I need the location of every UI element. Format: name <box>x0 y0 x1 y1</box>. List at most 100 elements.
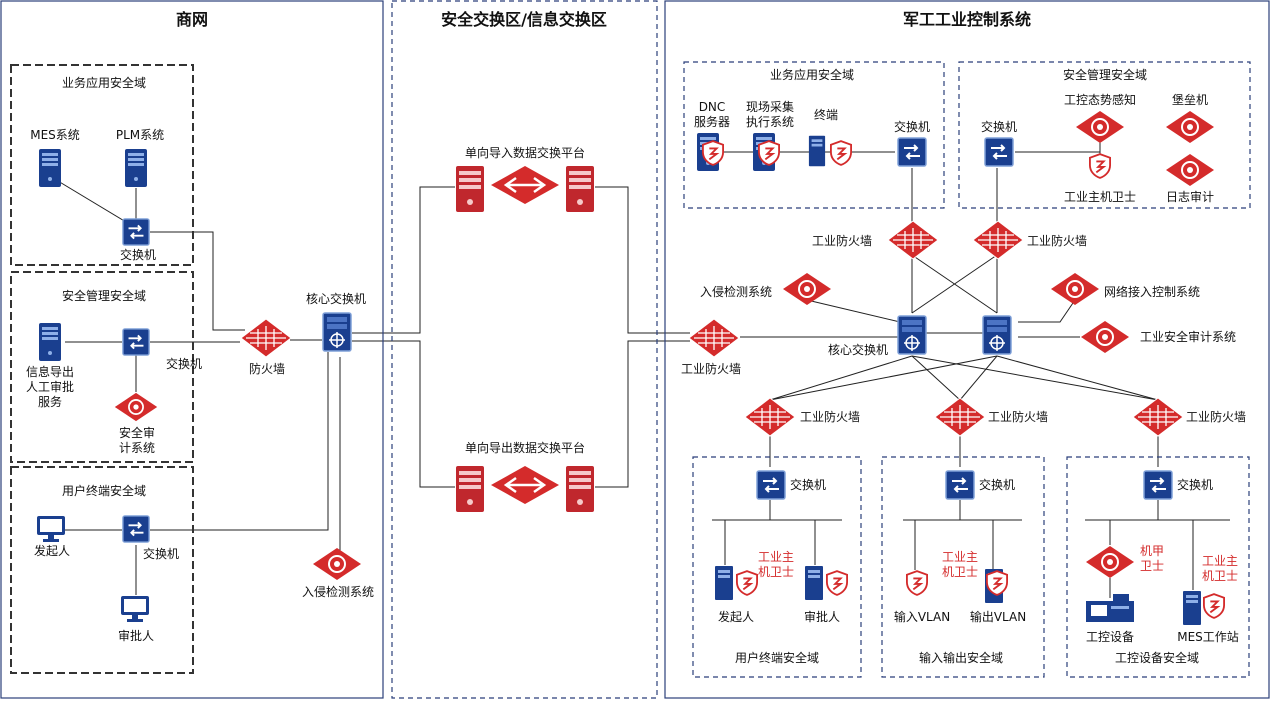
server-icon-plm <box>125 149 147 187</box>
label: 工业防火墙 <box>812 234 873 248</box>
switch-icon <box>122 515 150 543</box>
zone-title: 安全交换区/信息交换区 <box>441 10 607 29</box>
domain-io-military <box>881 456 1045 678</box>
host-icon <box>805 566 823 600</box>
domain-security-military <box>958 61 1251 209</box>
label: 交换机 <box>166 357 203 371</box>
label: 工业防火墙 <box>800 410 861 424</box>
guard-icon <box>1203 593 1225 619</box>
label: 交换机 <box>980 120 1018 134</box>
domain-title: 用户终端安全域 <box>734 651 820 665</box>
switch-icon <box>756 470 786 500</box>
domain-security-commercial <box>10 271 194 463</box>
guard-icon <box>1089 153 1111 179</box>
label: 交换机 <box>790 478 827 492</box>
label: 终端 <box>813 108 839 122</box>
connection-line <box>352 186 455 334</box>
switch-icon <box>122 218 150 246</box>
domain-user-military <box>692 456 862 678</box>
label: 交换机 <box>893 120 931 134</box>
label: 交换机 <box>119 248 157 262</box>
cnc-device-icon <box>1086 594 1134 622</box>
label: 审批人 <box>803 610 841 624</box>
connection-line <box>911 254 998 314</box>
domain-title: 用户终端安全域 <box>61 484 147 498</box>
label: MES系统 <box>30 128 80 142</box>
label: 输出VLAN <box>969 610 1027 624</box>
label: 堡垒机 <box>1171 93 1209 107</box>
zone-title: 商网 <box>175 10 209 29</box>
shield-icon <box>830 140 852 166</box>
domain-title: 业务应用安全域 <box>61 76 147 90</box>
guard-icon <box>826 570 848 596</box>
connection-line <box>1015 151 1101 170</box>
label: 入侵检测系统 <box>700 285 773 299</box>
core-switch-icon <box>897 315 927 355</box>
terminal-icon <box>808 135 826 167</box>
domain-title: 安全管理安全域 <box>1062 68 1148 82</box>
label: 防火墙 <box>248 362 286 376</box>
mes-station-icon <box>1183 591 1201 625</box>
domain-business-commercial <box>10 64 194 266</box>
label: 机甲 卫士 <box>1139 544 1165 573</box>
guard-icon <box>986 570 1008 596</box>
label: 入侵检测系统 <box>301 585 375 599</box>
label: 安全审 计系统 <box>118 426 156 455</box>
connection-line <box>595 340 690 488</box>
label: 信息导出 人工审批 服务 <box>25 365 75 409</box>
connection-line <box>769 355 998 401</box>
label: 单向导入数据交换平台 <box>464 146 586 160</box>
connection-line <box>806 299 901 323</box>
label: 交换机 <box>979 478 1016 492</box>
label: DNC 服务器 <box>693 100 731 129</box>
domain-title: 安全管理安全域 <box>61 289 147 303</box>
label: 工业防火墙 <box>1186 410 1247 424</box>
server-icon-red <box>456 166 484 212</box>
connection-line <box>352 340 455 488</box>
switch-icon <box>122 328 150 356</box>
firewall-icon <box>1132 397 1184 437</box>
zone-exchange <box>391 0 658 699</box>
connection-line <box>47 174 137 229</box>
server-icon-info-export <box>39 323 61 361</box>
switch-icon <box>897 137 927 167</box>
label: 审批人 <box>117 629 155 643</box>
zone-commercial <box>0 0 384 699</box>
label: 工业防火墙 <box>680 362 742 376</box>
label: 工业主机卫士 <box>1063 190 1137 204</box>
domain-device-military <box>1066 456 1250 678</box>
server-icon-red <box>456 466 484 512</box>
connection-line <box>150 352 329 531</box>
ids-icon <box>782 272 832 306</box>
audit-icon <box>1080 320 1130 354</box>
firewall-icon <box>972 220 1024 260</box>
firewall-icon <box>934 397 986 437</box>
zone-military <box>664 0 1270 699</box>
label: 工业防火墙 <box>1027 234 1088 248</box>
guard-icon <box>736 570 758 596</box>
label: 现场采集 执行系统 <box>745 100 795 129</box>
machine-guard-icon <box>1085 545 1135 579</box>
label: 网络接入控制系统 <box>1104 285 1201 299</box>
firewall-icon <box>688 318 740 358</box>
audit-icon <box>113 392 159 422</box>
server-icon-red <box>566 166 594 212</box>
ids-icon <box>312 547 362 581</box>
server-icon-mes <box>39 149 61 187</box>
label: 日志审计 <box>1165 190 1215 204</box>
label: PLM系统 <box>115 128 165 142</box>
core-switch-icon <box>982 315 1012 355</box>
label: 工业主 机卫士 <box>1201 554 1239 583</box>
connection-line <box>911 355 1159 401</box>
server-icon-red <box>566 466 594 512</box>
oneway-gate-icon <box>490 465 560 505</box>
switch-icon <box>984 137 1014 167</box>
domain-title: 输入输出安全域 <box>918 651 1004 665</box>
label: 工业安全审计系统 <box>1140 330 1237 344</box>
host-icon <box>715 566 733 600</box>
label: 核心交换机 <box>827 343 889 357</box>
pc-icon-approver <box>121 596 149 622</box>
shield-icon <box>702 140 724 166</box>
connection-line <box>769 355 913 401</box>
